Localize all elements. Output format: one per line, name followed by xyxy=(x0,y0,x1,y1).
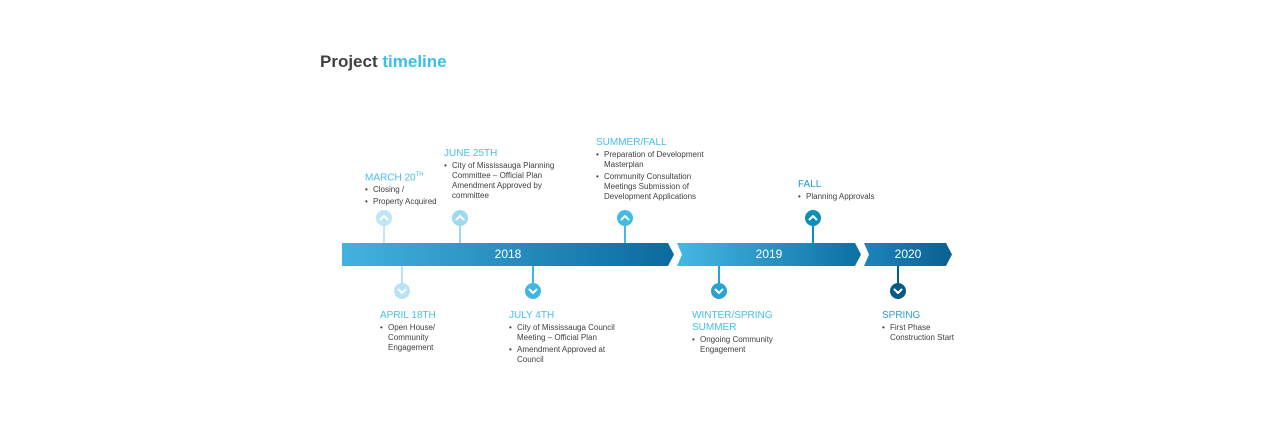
year-label-2018: 2018 xyxy=(494,247,522,261)
milestone-items: Closing / Property Acquired xyxy=(365,185,475,207)
milestone-items: Ongoing Community Engagement xyxy=(692,335,792,355)
milestone-item: Property Acquired xyxy=(365,197,475,207)
chevron-down-icon xyxy=(714,288,724,294)
title-main: Project xyxy=(320,52,378,71)
milestone-date: APRIL 18TH xyxy=(380,310,436,321)
milestone-marker-july xyxy=(525,283,541,299)
milestone-marker-april xyxy=(394,283,410,299)
milestone-item: Open House/ Community Engagement xyxy=(380,323,450,353)
milestone-june: JUNE 25TH City of Mississauga Planning C… xyxy=(444,148,568,203)
milestone-marker-fall xyxy=(805,210,821,226)
milestone-item: Ongoing Community Engagement xyxy=(692,335,792,355)
milestone-stem-summer-fall xyxy=(624,224,626,243)
milestone-item: Planning Approvals xyxy=(798,192,908,202)
milestone-item: Preparation of Development Masterplan xyxy=(596,150,714,170)
milestone-marker-march xyxy=(376,210,392,226)
milestone-july: JULY 4TH City of Mississauga Council Mee… xyxy=(509,310,631,367)
milestone-items: City of Mississauga Planning Committee –… xyxy=(444,161,568,201)
chevron-up-icon xyxy=(379,215,389,221)
milestone-item: Closing / xyxy=(365,185,475,195)
year-band-2018: 2018 xyxy=(342,243,674,266)
milestone-date: JULY 4TH xyxy=(509,310,555,321)
milestone-items: First Phase Construction Start xyxy=(882,323,982,343)
year-band-2018-arrow xyxy=(342,243,674,266)
chevron-down-icon xyxy=(528,288,538,294)
milestone-items: Open House/ Community Engagement xyxy=(380,323,480,353)
milestone-fall: FALL Planning Approvals xyxy=(798,179,908,204)
year-band-2019-arrow xyxy=(677,243,861,266)
page-title: Project timeline xyxy=(320,52,447,72)
year-label-2019: 2019 xyxy=(755,247,783,261)
milestone-item: First Phase Construction Start xyxy=(882,323,968,343)
milestone-march: MARCH 20TH Closing / Property Acquired xyxy=(365,169,475,209)
milestone-items: Preparation of Development Masterplan Co… xyxy=(596,150,714,202)
chevron-up-icon xyxy=(455,215,465,221)
chevron-down-icon xyxy=(893,288,903,294)
milestone-stem-march xyxy=(383,224,385,243)
milestone-marker-winter-spring xyxy=(711,283,727,299)
milestone-april: APRIL 18TH Open House/ Community Engagem… xyxy=(380,310,480,355)
milestone-marker-june xyxy=(452,210,468,226)
milestone-stem-spring xyxy=(897,266,899,284)
milestone-stem-winter-spring xyxy=(718,266,720,284)
milestone-date: SPRING xyxy=(882,310,921,321)
milestone-item: City of Mississauga Council Meeting – Of… xyxy=(509,323,631,343)
milestone-stem-fall xyxy=(812,224,814,243)
year-band-2020: 2020 xyxy=(864,243,952,266)
title-accent: timeline xyxy=(382,52,447,71)
milestone-stem-july xyxy=(532,266,534,284)
milestone-winter-spring: WINTER/SPRING SUMMER Ongoing Community E… xyxy=(692,310,792,357)
milestone-date: MARCH 20TH xyxy=(365,172,424,184)
chevron-up-icon xyxy=(620,215,630,221)
milestone-marker-spring xyxy=(890,283,906,299)
chevron-up-icon xyxy=(808,215,818,221)
milestone-date: FALL xyxy=(798,179,822,190)
milestone-summer-fall: SUMMER/FALL Preparation of Development M… xyxy=(596,137,714,204)
milestone-stem-june xyxy=(459,224,461,243)
chevron-down-icon xyxy=(397,288,407,294)
milestone-item: City of Mississauga Planning Committee –… xyxy=(444,161,568,201)
year-band-2020-arrow xyxy=(864,243,952,266)
milestone-item: Amendment Approved at Council xyxy=(509,345,631,365)
milestone-date: JUNE 25TH xyxy=(444,148,498,159)
milestone-spring: SPRING First Phase Construction Start xyxy=(882,310,982,345)
year-label-2020: 2020 xyxy=(894,247,922,261)
milestone-items: Planning Approvals xyxy=(798,192,908,202)
milestone-date: SUMMER/FALL xyxy=(596,137,667,148)
milestone-marker-summer-fall xyxy=(617,210,633,226)
milestone-date: WINTER/SPRING SUMMER xyxy=(692,310,773,333)
year-band-2019: 2019 xyxy=(677,243,861,266)
milestone-items: City of Mississauga Council Meeting – Of… xyxy=(509,323,631,365)
milestone-item: Community Consultation Meetings Submissi… xyxy=(596,172,714,202)
milestone-stem-april xyxy=(401,266,403,284)
